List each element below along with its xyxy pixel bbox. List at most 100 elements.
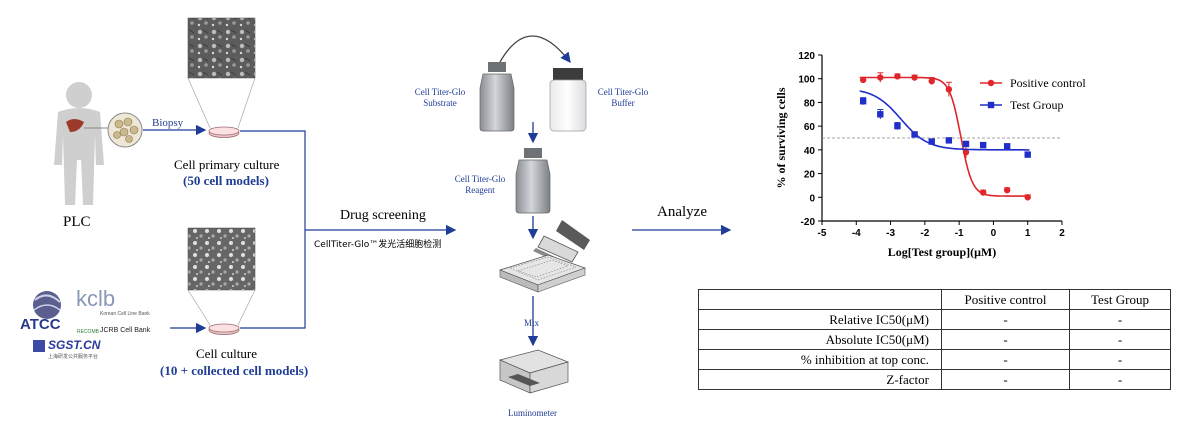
legend-label: Test Group bbox=[1010, 98, 1063, 112]
luminometer-label: Luminometer bbox=[508, 408, 557, 418]
table-row: Absolute IC50(μM) - - bbox=[698, 329, 1171, 350]
table-row: Relative IC50(μM) - - bbox=[698, 309, 1171, 330]
cell-culture-title: Cell culture bbox=[196, 346, 258, 361]
data-point bbox=[894, 122, 901, 130]
table-cell: - bbox=[941, 329, 1070, 350]
atcc-logo-text: ATCC bbox=[20, 316, 61, 333]
data-point bbox=[962, 149, 970, 156]
jcrb-logo-text: JCRB Cell Bank bbox=[100, 327, 151, 334]
data-point bbox=[979, 141, 987, 149]
y-tick-label: 60 bbox=[804, 122, 816, 133]
substrate-label-line2: Substrate bbox=[423, 98, 457, 108]
human-silhouette-icon bbox=[54, 82, 104, 205]
reagent-bottle-icon bbox=[515, 148, 551, 214]
table-header-cell: Test Group bbox=[1069, 289, 1171, 310]
data-point bbox=[945, 86, 953, 93]
primary-culture-micrograph bbox=[187, 17, 256, 79]
microplate-icon bbox=[498, 254, 587, 293]
cell-culture-models: (10 + collected cell models) bbox=[160, 363, 309, 378]
recomb-logo-text: RECOMB bbox=[77, 329, 99, 335]
data-point bbox=[859, 98, 867, 105]
assay-name-label: CellTiter-Glo™发光活细胞检测 bbox=[314, 240, 442, 250]
data-point bbox=[962, 140, 970, 148]
data-point bbox=[1003, 186, 1011, 194]
sgst-logo-subtitle: 上海研发公共服务平台 bbox=[48, 354, 99, 360]
luminometer-icon bbox=[498, 349, 570, 394]
x-tick-label: 2 bbox=[1059, 228, 1065, 239]
legend-marker bbox=[987, 101, 995, 109]
x-tick-label: -1 bbox=[955, 228, 964, 239]
table-row-label: Relative IC50(μM) bbox=[698, 309, 942, 330]
substrate-bottle-icon bbox=[479, 62, 515, 132]
buffer-label: Cell Titer-Glo Buffer bbox=[588, 87, 658, 109]
primary-culture-title: Cell primary culture bbox=[174, 157, 280, 172]
kclb-logo-subtitle: Korean Cell Line Bank bbox=[100, 311, 150, 317]
data-point bbox=[1003, 143, 1011, 150]
table-header-cell bbox=[698, 289, 942, 310]
table-header-cell: Positive control bbox=[941, 289, 1070, 310]
biopsy-label: Biopsy bbox=[152, 117, 184, 129]
reagent-label-line1: Cell Titer-Glo bbox=[454, 174, 506, 184]
data-point bbox=[928, 77, 935, 85]
substrate-label: Cell Titer-Glo Substrate bbox=[405, 87, 475, 109]
x-tick-label: -5 bbox=[818, 228, 827, 239]
table-cell: - bbox=[1069, 309, 1171, 330]
biopsy-tissue-icon bbox=[84, 112, 143, 148]
table-row-label: Z-factor bbox=[698, 369, 942, 390]
petri-dish-icon bbox=[208, 323, 240, 335]
y-tick-label: -20 bbox=[801, 217, 816, 228]
buffer-label-line1: Cell Titer-Glo bbox=[597, 87, 649, 97]
data-point bbox=[945, 137, 953, 144]
data-point bbox=[928, 138, 935, 145]
data-point bbox=[894, 73, 901, 80]
kclb-logo-text: kclb bbox=[76, 286, 116, 311]
mix-label: Mix bbox=[524, 318, 540, 328]
petri-dish-icon bbox=[208, 126, 240, 138]
y-tick-label: 40 bbox=[804, 146, 816, 157]
y-tick-label: 20 bbox=[804, 170, 816, 181]
y-tick-label: 100 bbox=[798, 75, 815, 86]
table-row: Z-factor - - bbox=[698, 369, 1171, 390]
y-tick-label: 120 bbox=[798, 51, 815, 62]
data-point bbox=[1024, 151, 1031, 158]
buffer-label-line2: Buffer bbox=[611, 98, 635, 108]
sgst-logo-mark bbox=[33, 340, 45, 352]
analyze-label: Analyze bbox=[657, 204, 707, 220]
drug-screening-label: Drug screening bbox=[340, 208, 426, 223]
table-cell: - bbox=[1069, 349, 1171, 370]
data-point bbox=[911, 131, 918, 138]
data-point bbox=[877, 111, 884, 118]
y-tick-label: 0 bbox=[809, 193, 815, 204]
table-cell: - bbox=[1069, 369, 1171, 390]
x-tick-label: 0 bbox=[991, 228, 997, 239]
table-cell: - bbox=[941, 309, 1070, 330]
primary-culture-models: (50 cell models) bbox=[183, 173, 269, 188]
table-row-label: Absolute IC50(μM) bbox=[698, 329, 942, 350]
substrate-label-line1: Cell Titer-Glo bbox=[414, 87, 466, 97]
reagent-label-line2: Reagent bbox=[465, 185, 495, 195]
data-point bbox=[911, 74, 918, 81]
series-fit-line bbox=[859, 76, 1030, 197]
results-table: Positive control Test Group Relative IC5… bbox=[698, 289, 1171, 390]
data-point bbox=[1024, 194, 1031, 201]
table-cell: - bbox=[941, 369, 1070, 390]
series-fit-line bbox=[859, 90, 1030, 151]
legend-marker bbox=[987, 79, 995, 87]
table-row: % inhibition at top conc. - - bbox=[698, 349, 1171, 370]
data-point bbox=[979, 189, 987, 196]
data-point bbox=[859, 76, 867, 84]
sgst-logo-text: SGST.CN bbox=[48, 338, 101, 352]
reagent-label: Cell Titer-Glo Reagent bbox=[445, 174, 515, 196]
legend-label: Positive control bbox=[1010, 76, 1086, 90]
buffer-bottle-icon bbox=[549, 68, 587, 132]
plc-label: PLC bbox=[63, 214, 91, 230]
y-axis-label: % of surviving cells bbox=[774, 87, 788, 188]
x-tick-label: -2 bbox=[920, 228, 929, 239]
x-tick-label: -3 bbox=[886, 228, 895, 239]
table-cell: - bbox=[941, 349, 1070, 370]
x-tick-label: -4 bbox=[852, 228, 861, 239]
data-point bbox=[877, 74, 884, 81]
table-header-row: Positive control Test Group bbox=[698, 289, 1171, 310]
